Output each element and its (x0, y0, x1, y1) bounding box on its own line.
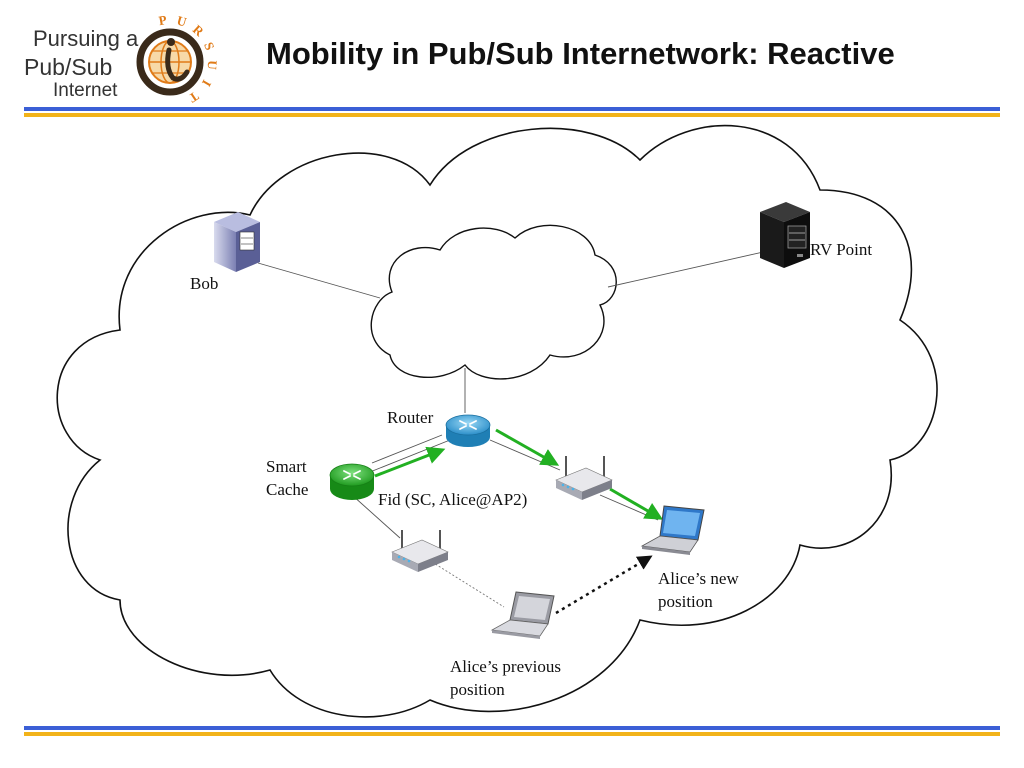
access-point-new-icon (555, 456, 613, 500)
logo-line-1: Pursuing a (33, 26, 139, 51)
logo-arc-letter: I (199, 77, 215, 89)
slide-title: Mobility in Pub/Sub Internetwork: Reacti… (266, 36, 895, 71)
top-band-blue (24, 107, 1000, 111)
router-label: Router (387, 408, 434, 427)
alice-laptop-new-icon (640, 505, 705, 555)
fid-label: Fid (SC, Alice@AP2) (378, 490, 528, 509)
logo-line-3: Internet (53, 80, 118, 101)
logo-arc-letter: U (205, 60, 221, 71)
bottom-band-gold (24, 732, 1000, 736)
alice-previous-label-line-2: position (450, 680, 505, 699)
alice-laptop-previous-icon (490, 591, 555, 639)
logo-line-2: Pub/Sub (24, 54, 113, 80)
mobility-arrow (555, 555, 653, 615)
bottom-band-blue (24, 726, 1000, 730)
rv-point-label: RV Point (810, 240, 873, 259)
core-network-cloud (370, 224, 617, 380)
logo-arc-letter: P (157, 12, 167, 28)
alice-new-label-line-2: position (658, 592, 713, 611)
internetwork-cloud (56, 124, 938, 718)
bob-label: Bob (190, 274, 219, 293)
top-band-gold (24, 113, 1000, 117)
rv-point-server-icon (760, 202, 810, 268)
smart-cache-label-line-2: Cache (266, 480, 309, 499)
bob-server-icon (214, 212, 260, 272)
access-point-previous-icon (391, 530, 449, 572)
alice-previous-label-line-1: Alice’s previous (450, 657, 561, 676)
alice-new-label-line-1: Alice’s new (658, 569, 739, 588)
router-icon (445, 414, 491, 447)
smart-cache-label-line-1: Smart (266, 457, 307, 476)
smart-cache-icon (329, 463, 375, 500)
